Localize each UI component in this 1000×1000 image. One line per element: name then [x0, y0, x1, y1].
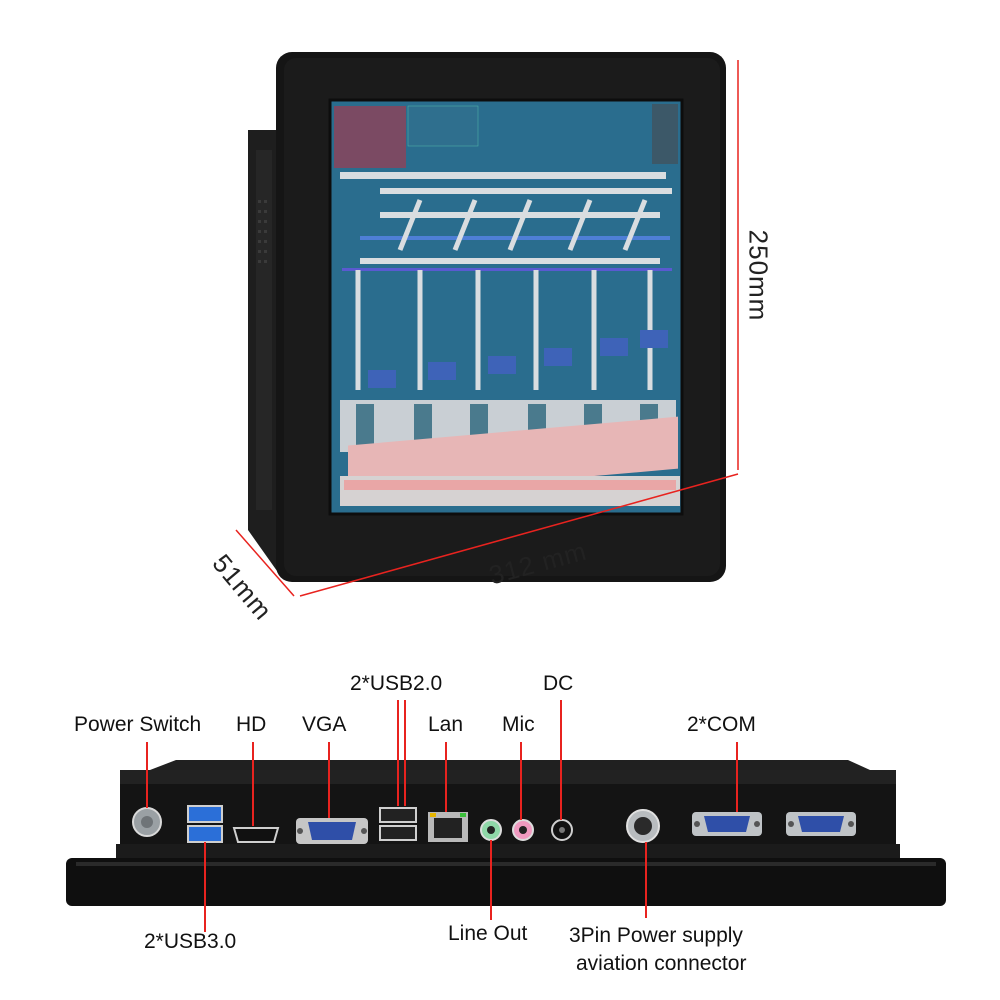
usb2-label: 2*USB2.0	[350, 672, 443, 695]
power-supply-label-line2: aviation connector	[576, 952, 747, 975]
mic-label: Mic	[502, 713, 535, 736]
lan-label: Lan	[428, 713, 464, 736]
monitor-illustration	[235, 52, 739, 597]
com-port-2-icon	[786, 812, 856, 836]
line-out-label: Line Out	[448, 922, 528, 945]
power-supply-label-line1: 3Pin Power supply	[569, 924, 743, 947]
com-label: 2*COM	[687, 713, 756, 736]
power-switch-label: Power Switch	[74, 713, 202, 736]
hdmi-port-icon	[232, 827, 280, 843]
usb3-label: 2*USB3.0	[144, 930, 237, 953]
vga-label: VGA	[302, 713, 347, 736]
com-port-1-icon	[692, 812, 762, 836]
hd-label: HD	[236, 713, 267, 736]
dc-label: DC	[543, 672, 574, 695]
